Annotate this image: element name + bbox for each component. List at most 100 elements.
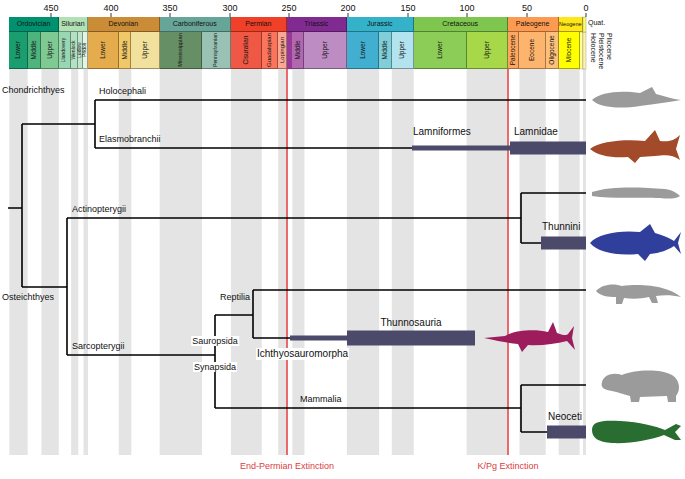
epoch-name: Guadalupian xyxy=(266,33,273,67)
epoch-name: Pliocene xyxy=(605,33,613,60)
period-name: Cretaceous xyxy=(442,20,478,28)
epoch-cell: Miocene xyxy=(559,32,580,69)
period-name: Devonian xyxy=(109,20,139,28)
time-band xyxy=(347,69,379,455)
epoch-cell: Middle xyxy=(379,32,392,69)
epoch-cell: Lower xyxy=(414,32,467,69)
extinction-lines xyxy=(287,69,508,455)
period-name: Jurassic xyxy=(367,20,393,28)
tree-branches xyxy=(8,100,586,432)
epoch-name: Lopingian xyxy=(279,37,286,63)
range-bars xyxy=(290,142,586,439)
lizard-silhouette xyxy=(596,284,681,304)
tuna-silhouette xyxy=(590,224,681,261)
epoch-cell: Upper xyxy=(467,32,508,69)
epoch-name: Llandovery xyxy=(62,38,68,62)
epoch-name: Middle xyxy=(381,40,388,59)
period-cell: Permian xyxy=(231,17,287,32)
time-band xyxy=(41,69,58,455)
eel-silhouette xyxy=(592,187,680,198)
branch xyxy=(22,193,586,355)
clade-label: Elasmobranchii xyxy=(99,134,161,144)
period-cell: Paleogene xyxy=(508,17,559,32)
epoch-name: Wenlock xyxy=(71,40,77,59)
epoch-cell: Lower xyxy=(9,32,27,69)
clade-label: Holocephali xyxy=(99,86,146,96)
epoch-name: Upper xyxy=(141,41,148,59)
period-cell: Neogene xyxy=(559,17,583,32)
epoch-name: Paleocene xyxy=(509,35,516,66)
time-band xyxy=(119,69,132,455)
period-cell: Cretaceous xyxy=(414,17,508,32)
epoch-cell: Lower xyxy=(347,32,379,69)
range-bar xyxy=(347,331,475,346)
clade-label: Neoceti xyxy=(548,411,582,423)
period-name: Carboniferous xyxy=(173,20,217,28)
branch xyxy=(67,290,586,408)
epoch-cell: Upper xyxy=(392,32,414,69)
epoch-name: Upper xyxy=(322,41,329,59)
axis-tick-label: 50 xyxy=(522,3,532,13)
axis-tick-label: 400 xyxy=(103,3,118,13)
period-cell: Silurian xyxy=(59,17,88,32)
clade-label: Synapsida xyxy=(193,362,237,372)
epoch-cell: Oligocene xyxy=(546,32,559,69)
clade-label: Ichthyosauromorpha xyxy=(256,348,349,360)
epoch-name: Pennsylvanian xyxy=(213,33,219,67)
silhouettes xyxy=(484,87,681,443)
range-bar xyxy=(290,336,347,341)
epoch-name: Eocene xyxy=(529,39,536,61)
time-band xyxy=(559,69,580,455)
period-cell: Triassic xyxy=(287,17,347,32)
epoch-name: Upper xyxy=(483,41,490,59)
branch xyxy=(215,385,586,432)
clade-label: Lamniformes xyxy=(413,126,471,138)
period-name: Silurian xyxy=(61,20,84,28)
time-cell xyxy=(583,32,586,69)
epoch-cell: Middle xyxy=(28,32,42,69)
clade-label: Thunnini xyxy=(542,221,580,233)
period-name: Triassic xyxy=(304,20,328,28)
clade-label: Sauropsida xyxy=(191,336,239,346)
branch xyxy=(8,124,22,287)
epoch-name: Mississippian xyxy=(177,33,183,67)
epoch-cell: Guadalupian xyxy=(262,32,278,69)
epoch-name: Lower xyxy=(14,41,21,59)
period-cell: Carboniferous xyxy=(160,17,231,32)
period-name: Permian xyxy=(245,20,271,28)
epoch-cell: Cisuralian xyxy=(231,32,262,69)
period-name: Ordovician xyxy=(17,20,50,28)
clade-label: Actinopterygii xyxy=(72,204,126,214)
epoch-name: Middle xyxy=(121,40,128,59)
epoch-cell: Upper xyxy=(131,32,159,69)
epoch-name: Lower xyxy=(436,41,443,59)
extinction-line xyxy=(507,69,509,455)
time-band xyxy=(278,69,287,455)
clade-label: Thunnosauria xyxy=(380,317,441,329)
time-band xyxy=(231,69,262,455)
epoch-name: Miocene xyxy=(565,38,572,63)
axis-tick-label: 0 xyxy=(583,3,588,13)
epoch-name: Lower xyxy=(359,41,366,59)
time-band xyxy=(83,69,88,455)
epoch-name: Pleistocene xyxy=(597,33,605,69)
axis-tick-label: 150 xyxy=(400,3,415,13)
chimaera-silhouette xyxy=(592,87,681,108)
epoch-cell: Upper xyxy=(304,32,346,69)
epoch-name: Oligocene xyxy=(548,35,555,64)
epoch-cell: Eocene xyxy=(519,32,545,69)
epoch-name: Middle xyxy=(30,40,37,59)
epoch-name: Upper xyxy=(399,41,406,59)
epoch-name: Cisuralian xyxy=(242,36,249,65)
period-cell: Jurassic xyxy=(347,17,414,32)
extinction-label: K/Pg Extinction xyxy=(477,461,538,471)
epoch-cell: Middle xyxy=(292,32,304,69)
range-bar xyxy=(510,142,586,155)
clade-label: Osteichthyes xyxy=(2,292,54,302)
axis-tick-label: 200 xyxy=(340,3,355,13)
extinction-label: End-Permian Extinction xyxy=(240,461,334,471)
period-name: Quat. xyxy=(588,19,605,27)
time-cell xyxy=(580,32,583,69)
whale-silhouette xyxy=(592,421,681,443)
